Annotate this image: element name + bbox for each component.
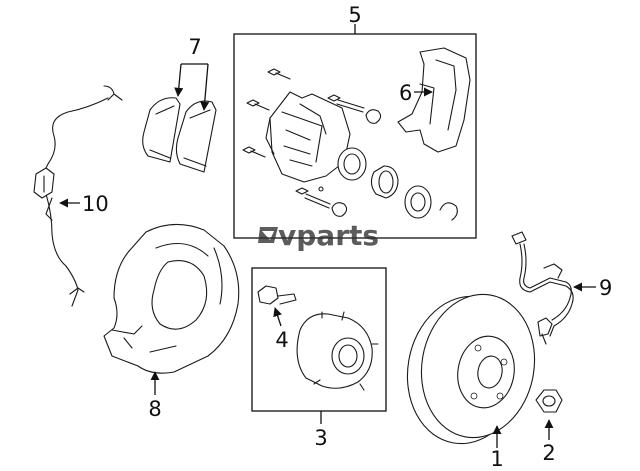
callout-6: 6 xyxy=(399,81,412,105)
abs-sensor xyxy=(33,85,123,307)
callout-7: 7 xyxy=(188,35,201,59)
callout-2: 2 xyxy=(542,441,555,465)
callout-9: 9 xyxy=(599,276,612,300)
watermark: vparts xyxy=(258,219,379,252)
hub-group-box xyxy=(251,267,387,412)
watermark-logo-mark xyxy=(258,227,278,243)
hub-bolt xyxy=(257,285,297,305)
callout-10: 10 xyxy=(82,192,109,216)
caliper-body xyxy=(265,91,351,183)
brake-rotor xyxy=(406,293,536,445)
callout-3: 3 xyxy=(314,426,327,450)
brake-pads xyxy=(142,97,217,173)
dust-shield xyxy=(103,223,240,374)
callout-5: 5 xyxy=(348,3,361,27)
callout-4: 4 xyxy=(275,328,288,352)
caliper-bolts xyxy=(242,68,382,217)
caliper-pistons xyxy=(337,147,458,221)
wheel-hub xyxy=(296,311,379,391)
callout-8: 8 xyxy=(148,397,161,421)
caliper-bracket xyxy=(397,47,471,153)
brake-hose xyxy=(511,231,574,345)
callout-1: 1 xyxy=(490,447,503,471)
lug-nut xyxy=(535,389,563,413)
watermark-text: vparts xyxy=(278,219,379,252)
